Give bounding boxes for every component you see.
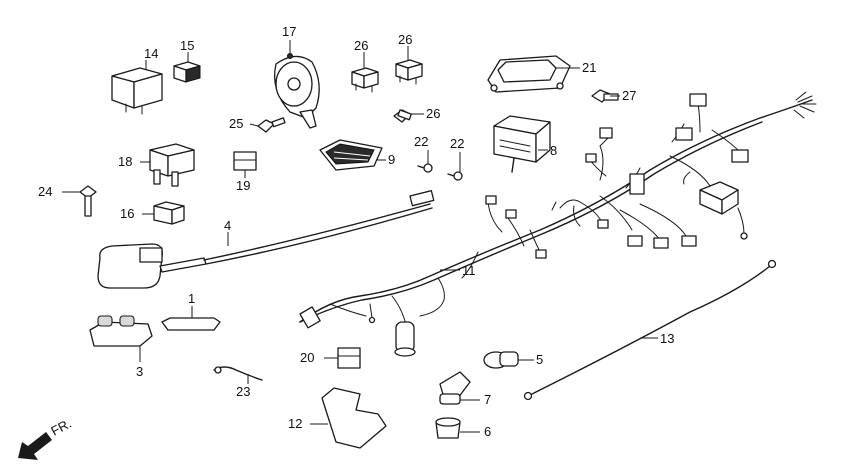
callout-26-b: 26 bbox=[398, 32, 412, 47]
part-24-bolt bbox=[79, 185, 97, 217]
part-27-bolt bbox=[591, 89, 619, 103]
callout-26-c: 26 bbox=[426, 106, 440, 121]
part-6-cap bbox=[435, 417, 461, 439]
callout-13: 13 bbox=[660, 331, 674, 346]
part-17-horn bbox=[273, 53, 320, 129]
part-22-screw-b bbox=[447, 171, 463, 181]
part-3-battery bbox=[89, 315, 153, 347]
part-18-relay bbox=[149, 143, 195, 187]
part-23-clip bbox=[213, 366, 263, 381]
callout-14: 14 bbox=[144, 46, 158, 61]
callout-7: 7 bbox=[484, 392, 491, 407]
callout-23: 23 bbox=[236, 384, 250, 399]
part-7-spark-cap bbox=[439, 371, 471, 405]
part-21-bracket bbox=[487, 55, 571, 93]
callout-22-b: 22 bbox=[450, 136, 464, 151]
part-1-cover bbox=[161, 317, 221, 331]
callout-6: 6 bbox=[484, 424, 491, 439]
front-direction-label: FR. bbox=[48, 416, 74, 439]
callout-16: 16 bbox=[120, 206, 134, 221]
callout-22-a: 22 bbox=[414, 134, 428, 149]
callout-12: 12 bbox=[288, 416, 302, 431]
callout-1: 1 bbox=[188, 291, 195, 306]
callout-27: 27 bbox=[622, 88, 636, 103]
callout-15: 15 bbox=[180, 38, 194, 53]
callout-26-a: 26 bbox=[354, 38, 368, 53]
part-20-connector bbox=[337, 347, 361, 369]
part-16-relay bbox=[153, 201, 185, 225]
callout-9: 9 bbox=[388, 152, 395, 167]
callout-4: 4 bbox=[224, 218, 231, 233]
callout-24: 24 bbox=[38, 184, 52, 199]
part-12-bracket bbox=[321, 387, 387, 449]
part-26-fuse-a bbox=[351, 67, 379, 93]
part-11-wire-harness bbox=[299, 91, 817, 357]
part-9-regulator bbox=[319, 139, 383, 171]
callout-5: 5 bbox=[536, 352, 543, 367]
callout-11: 11 bbox=[462, 263, 476, 278]
part-26-fuse-b bbox=[395, 59, 423, 85]
callout-20: 20 bbox=[300, 350, 314, 365]
callout-8: 8 bbox=[550, 143, 557, 158]
part-26-bolt bbox=[393, 109, 412, 123]
part-5-grommet bbox=[483, 351, 519, 369]
callout-18: 18 bbox=[118, 154, 132, 169]
part-25-bolt bbox=[257, 117, 286, 133]
callout-21: 21 bbox=[582, 60, 596, 75]
part-15-small-relay bbox=[173, 61, 201, 83]
callout-19: 19 bbox=[236, 178, 250, 193]
part-4-ignition-coil bbox=[97, 190, 435, 289]
part-8-cdi-unit bbox=[493, 115, 551, 173]
part-22-screw-a bbox=[417, 163, 433, 173]
callout-25: 25 bbox=[229, 116, 243, 131]
front-direction-arrow-icon bbox=[18, 432, 52, 460]
part-14-relay bbox=[111, 67, 163, 115]
part-19-connector bbox=[233, 151, 257, 171]
callout-17: 17 bbox=[282, 24, 296, 39]
part-13-ground-cable bbox=[523, 259, 777, 401]
callout-3: 3 bbox=[136, 364, 143, 379]
